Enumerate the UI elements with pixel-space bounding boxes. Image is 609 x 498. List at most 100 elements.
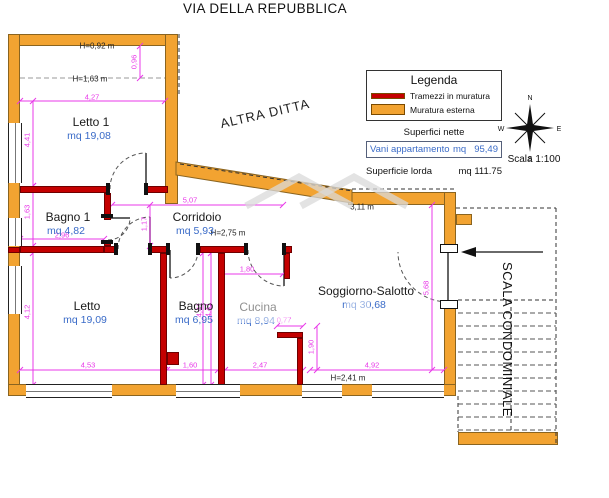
dimension-tick xyxy=(29,97,37,105)
dimension-tick xyxy=(16,97,24,105)
exterior-wall xyxy=(456,214,472,225)
dimension-label: 4,92 xyxy=(364,360,380,370)
dimension-label: 4,53 xyxy=(80,360,96,370)
room-name-corridoio: Corridoio xyxy=(172,210,222,224)
room-name-letto-1: Letto 1 xyxy=(72,115,110,129)
scale-label: Scala 1:100 xyxy=(507,154,561,165)
room-area-corridoio: mq 5,93 xyxy=(176,225,214,237)
partition-wall xyxy=(160,253,167,385)
window xyxy=(8,123,22,183)
partition-wall xyxy=(218,253,225,385)
superfici-nette-title: Superfici nette xyxy=(403,127,465,138)
vani-unit: mq xyxy=(453,144,467,155)
vani-label: Vani appartamento xyxy=(370,144,450,155)
window-glazing xyxy=(372,391,444,392)
window-glazing xyxy=(26,391,112,392)
room-name-soggiorno-salotto: Soggiorno-Salotto xyxy=(317,284,415,298)
compass-letter: E xyxy=(557,126,562,133)
dimension-label: H=0,92 m xyxy=(79,41,115,51)
dimension-label: 1,63 xyxy=(22,204,32,220)
entrance-door-jamb xyxy=(440,300,458,309)
room-area-bagno-1: mq 4,82 xyxy=(47,225,85,237)
window xyxy=(8,266,22,314)
room-area-letto-1: mq 19,08 xyxy=(67,130,111,142)
dimension-tick xyxy=(161,97,169,105)
dimension-label: 1,60 xyxy=(182,360,198,370)
entrance-door-jamb xyxy=(440,244,458,253)
legend-title: Legenda xyxy=(410,73,458,87)
partition-wall xyxy=(104,193,111,220)
exterior-wall xyxy=(444,302,456,396)
dimension-label: 1,17 xyxy=(139,216,149,232)
dimension-tick xyxy=(440,366,448,374)
exterior-wall xyxy=(165,34,178,204)
exterior-wall xyxy=(444,192,456,250)
stairwell-label: SCALA CONDOMINIALE xyxy=(500,262,515,417)
door-swing-arc xyxy=(397,251,449,303)
door-swing-arc xyxy=(247,249,285,287)
door-jamb xyxy=(244,243,248,255)
room-area-letto: mq 19,09 xyxy=(63,314,107,326)
dimension-tick xyxy=(273,322,281,330)
door-swing-arc xyxy=(117,216,151,250)
entry-arrow-head xyxy=(461,247,476,257)
door-jamb xyxy=(196,243,200,255)
dimension-label: 5,07 xyxy=(182,195,198,205)
window-glazing xyxy=(15,218,16,246)
dimension-label: 3,11 m xyxy=(350,202,374,212)
dimension-tick xyxy=(136,74,144,82)
partition-wall xyxy=(104,246,118,253)
vani-value: 95,49 xyxy=(474,144,498,155)
partition-wall xyxy=(277,332,303,338)
exterior-wall-diagonal xyxy=(175,161,353,204)
door-jamb xyxy=(144,183,148,195)
compass-letter: W xyxy=(498,126,505,133)
dimension-label: H=2,75 m xyxy=(210,228,246,238)
exterior-wall-swatch xyxy=(371,104,405,115)
dimension-tick xyxy=(16,366,24,374)
dimension-label: 4,27 xyxy=(84,92,100,102)
dimension-label: 1,90 xyxy=(306,339,316,355)
window xyxy=(176,384,240,398)
partition-wall xyxy=(297,338,303,385)
dimension-label: 2,96 xyxy=(54,230,70,240)
vani-appartamento-box: Vani appartamento mq 95,49 xyxy=(366,141,502,158)
window-glazing xyxy=(302,391,342,392)
dimension-label: 1,80 xyxy=(239,264,255,274)
room-area-bagno: mq 6,95 xyxy=(175,314,213,326)
partition-wall xyxy=(20,246,104,253)
dimension-tick xyxy=(146,201,154,209)
door-jamb xyxy=(101,240,113,244)
legend-item-label: Muratura esterna xyxy=(410,104,475,115)
dimension-tick xyxy=(313,322,321,330)
compass-letter: N xyxy=(527,95,532,102)
window xyxy=(8,218,22,246)
partition-wall xyxy=(150,246,170,253)
legend-panel: Legenda Tramezzi in muratura Muratura es… xyxy=(366,70,502,177)
lorda-value: mq 111.75 xyxy=(458,166,502,177)
window xyxy=(372,384,444,398)
legend-item-label: Tramezzi in muratura xyxy=(410,91,490,101)
door-jamb xyxy=(106,183,110,195)
room-name-bagno-1: Bagno 1 xyxy=(45,210,91,224)
partition-wall xyxy=(284,253,290,279)
window-glazing xyxy=(176,391,240,392)
door-swing-arc xyxy=(107,217,131,241)
door-swing-arc xyxy=(169,249,199,279)
dimension-label: 0,77 xyxy=(276,315,292,325)
room-name-cucina: Cucina xyxy=(239,300,277,314)
exterior-wall xyxy=(8,34,178,46)
partition-wall-swatch xyxy=(371,93,405,99)
legend-box: Legenda Tramezzi in muratura Muratura es… xyxy=(366,70,502,121)
dimension-tick xyxy=(136,42,144,50)
door-swing-arc xyxy=(109,152,147,190)
dimension-tick xyxy=(428,201,436,209)
dimension-label: 4,12 xyxy=(22,304,32,320)
door-jamb xyxy=(166,243,170,255)
partition-wall xyxy=(167,352,179,365)
exterior-wall xyxy=(458,432,558,445)
room-area-soggiorno-salotto: mq 30,68 xyxy=(342,299,386,311)
partition-wall xyxy=(20,186,108,193)
compass-letter: S xyxy=(528,156,533,163)
dimension-label: 5,68 xyxy=(421,280,431,296)
